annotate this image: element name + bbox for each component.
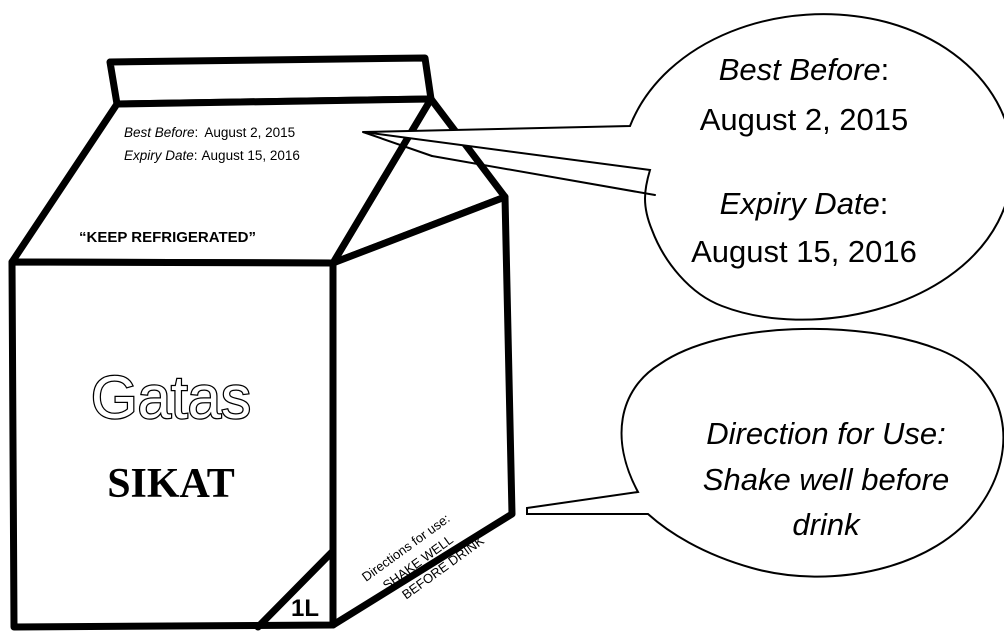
- callout-directions-line1: Direction for Use:: [706, 416, 945, 451]
- callout-best-before-heading: Best Before:: [719, 52, 890, 87]
- callout-directions-bubble: [527, 329, 1003, 577]
- carton-front-panel: [12, 262, 333, 627]
- carton-best-before: Best Before:August 2, 2015: [124, 125, 295, 140]
- brand-name: Gatas: [91, 364, 251, 431]
- callout-expiry-heading: Expiry Date:: [720, 186, 889, 221]
- callout-expiry-value: August 15, 2016: [691, 234, 917, 269]
- volume-label: 1L: [291, 595, 319, 622]
- callout-directions-line2: Shake well before: [703, 462, 949, 497]
- sub-brand-name: SIKAT: [107, 461, 235, 507]
- callout-directions-line3: drink: [792, 507, 861, 542]
- callout-best-before-value: August 2, 2015: [700, 102, 909, 137]
- keep-refrigerated-label: “KEEP REFRIGERATED”: [79, 229, 256, 246]
- carton-expiry-date: Expiry Date:August 15, 2016: [124, 148, 300, 163]
